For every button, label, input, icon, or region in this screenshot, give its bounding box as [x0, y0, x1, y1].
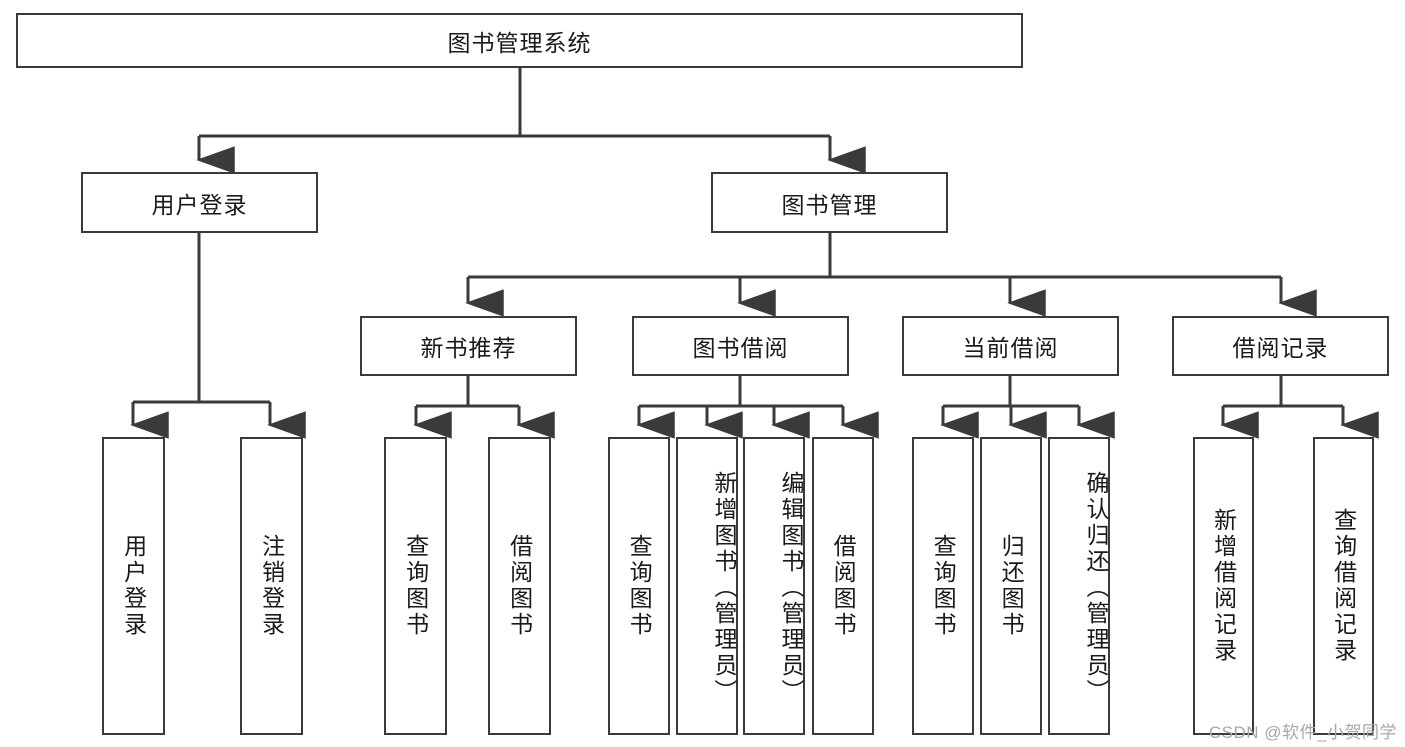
node-label: 查询图书	[402, 534, 429, 638]
leaf-add-book-admin[interactable]: 新增图书（管理员）	[676, 437, 738, 735]
csdn-watermark: CSDN @软件_小贺同学	[1208, 723, 1397, 742]
node-current-borrow[interactable]: 当前借阅	[902, 316, 1119, 376]
node-label: 图书管理系统	[447, 29, 592, 56]
leaf-add-borrow-record[interactable]: 新增借阅记录	[1193, 437, 1254, 735]
node-book-borrow[interactable]: 图书借阅	[632, 316, 849, 376]
leaf-user-login[interactable]: 用户登录	[102, 437, 165, 735]
node-label: 图书管理	[781, 191, 878, 218]
node-label: 查询借阅记录	[1330, 508, 1357, 664]
node-label: 新增借阅记录	[1210, 508, 1237, 664]
node-label: 借阅记录	[1232, 335, 1329, 361]
leaf-return-book[interactable]: 归还图书	[980, 437, 1042, 735]
leaf-query-book-recommend[interactable]: 查询图书	[384, 437, 447, 735]
leaf-borrow-book-recommend[interactable]: 借阅图书	[488, 437, 551, 735]
node-root-system[interactable]: 图书管理系统	[16, 13, 1023, 68]
node-new-book-recommend[interactable]: 新书推荐	[360, 316, 577, 376]
node-label: 借阅图书	[830, 534, 857, 638]
node-label: 用户登录	[151, 191, 248, 218]
leaf-edit-book-admin[interactable]: 编辑图书（管理员）	[743, 437, 805, 735]
node-label: 新增图书（管理员）	[711, 471, 737, 705]
node-label: 图书借阅	[692, 335, 789, 361]
node-label: 确认归还（管理员）	[1083, 471, 1109, 705]
leaf-query-borrow-record[interactable]: 查询借阅记录	[1313, 437, 1374, 735]
node-label: 归还图书	[998, 534, 1025, 638]
leaf-confirm-return-admin[interactable]: 确认归还（管理员）	[1048, 437, 1110, 735]
leaf-query-book-borrow[interactable]: 查询图书	[608, 437, 670, 735]
node-book-management[interactable]: 图书管理	[711, 172, 948, 233]
node-label: 当前借阅	[962, 335, 1059, 361]
node-user-login[interactable]: 用户登录	[81, 172, 318, 233]
leaf-user-logout[interactable]: 注销登录	[240, 437, 303, 735]
node-label: 新书推荐	[420, 335, 517, 361]
leaf-query-book-current[interactable]: 查询图书	[912, 437, 974, 735]
node-label: 编辑图书（管理员）	[778, 471, 804, 705]
node-label: 借阅图书	[506, 534, 533, 638]
node-label: 用户登录	[120, 534, 147, 638]
node-label: 查询图书	[626, 534, 653, 638]
node-label: 注销登录	[258, 534, 285, 638]
node-borrow-record[interactable]: 借阅记录	[1172, 316, 1389, 376]
leaf-borrow-book-borrow[interactable]: 借阅图书	[812, 437, 874, 735]
node-label: 查询图书	[930, 534, 957, 638]
